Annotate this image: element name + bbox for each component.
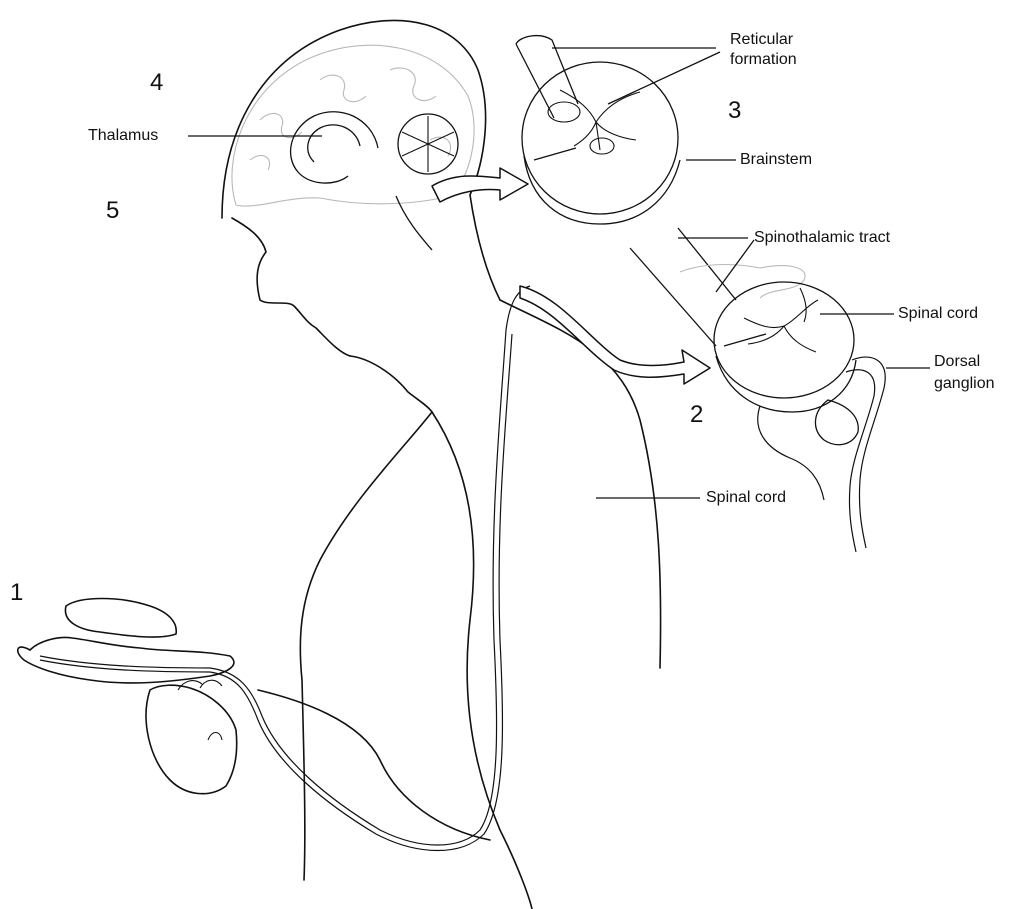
brainstem-cylinder-top: [516, 36, 578, 104]
label-dorsal-ganglion-1: Dorsal: [934, 353, 980, 370]
label-brainstem: Brainstem: [740, 151, 812, 168]
upper-arm: [432, 412, 532, 909]
neck-back: [470, 195, 500, 300]
step-number-3: 3: [728, 97, 741, 124]
step-number-2: 2: [690, 401, 703, 428]
knuckles: [178, 680, 222, 740]
labels: Reticular formation Brainstem Thalamus S…: [10, 31, 995, 606]
dorsal-root-inner: [846, 370, 875, 552]
label-reticular-formation-1: Reticular: [730, 31, 794, 48]
label-dorsal-ganglion-2: ganglion: [934, 375, 995, 392]
thalamus-structure: [291, 112, 378, 183]
brain-gyri: [250, 68, 451, 170]
label-spinothalamic-tract: Spinothalamic tract: [754, 229, 891, 246]
label-spinal-cord-section: Spinal cord: [898, 305, 978, 322]
leader-lines: [188, 48, 930, 498]
ventral-root: [758, 406, 824, 500]
neck-front: [350, 356, 432, 412]
step-number-5: 5: [106, 197, 119, 224]
reticular-nucleus-lower: [590, 138, 614, 154]
spinal-cord-disc: [714, 282, 854, 398]
label-spinal-cord-body: Spinal cord: [706, 489, 786, 506]
brain: [232, 45, 474, 250]
brainstem-section: [516, 36, 680, 224]
brainstem-tube: [396, 196, 432, 250]
injured-hand-fingers: [65, 599, 176, 638]
brainstem-tract-line: [534, 148, 576, 160]
thalamus-inner: [308, 125, 360, 162]
step-number-4: 4: [150, 69, 163, 96]
torso-front: [300, 412, 432, 880]
brain-outline: [232, 45, 474, 206]
label-thalamus: Thalamus: [88, 127, 158, 144]
forearm: [258, 690, 490, 840]
reticular-nucleus-upper: [548, 102, 580, 122]
injured-hand: [18, 638, 234, 683]
human-figure: [18, 20, 661, 909]
peripheral-nerve-inner: [40, 334, 512, 851]
spinal-cord-rim: [716, 356, 856, 412]
back-contour: [500, 300, 661, 668]
spinal-tract-line: [724, 334, 766, 346]
step-number-1: 1: [10, 579, 23, 606]
cord-column-left: [630, 248, 716, 346]
brainstem-gray-matter: [560, 90, 640, 150]
leader-reticular-diag: [608, 52, 720, 104]
cerebellum-folia: [402, 116, 454, 172]
spinal-gray-butterfly: [744, 300, 818, 352]
arrow-to-spinal-cord: [520, 286, 710, 384]
pathway-arrows: [432, 168, 710, 384]
face-profile: [232, 218, 350, 356]
arrow-to-brainstem: [432, 168, 528, 202]
label-reticular-formation-2: formation: [730, 51, 797, 68]
gripping-hand: [146, 685, 237, 794]
spinal-gray-horn: [800, 288, 806, 322]
